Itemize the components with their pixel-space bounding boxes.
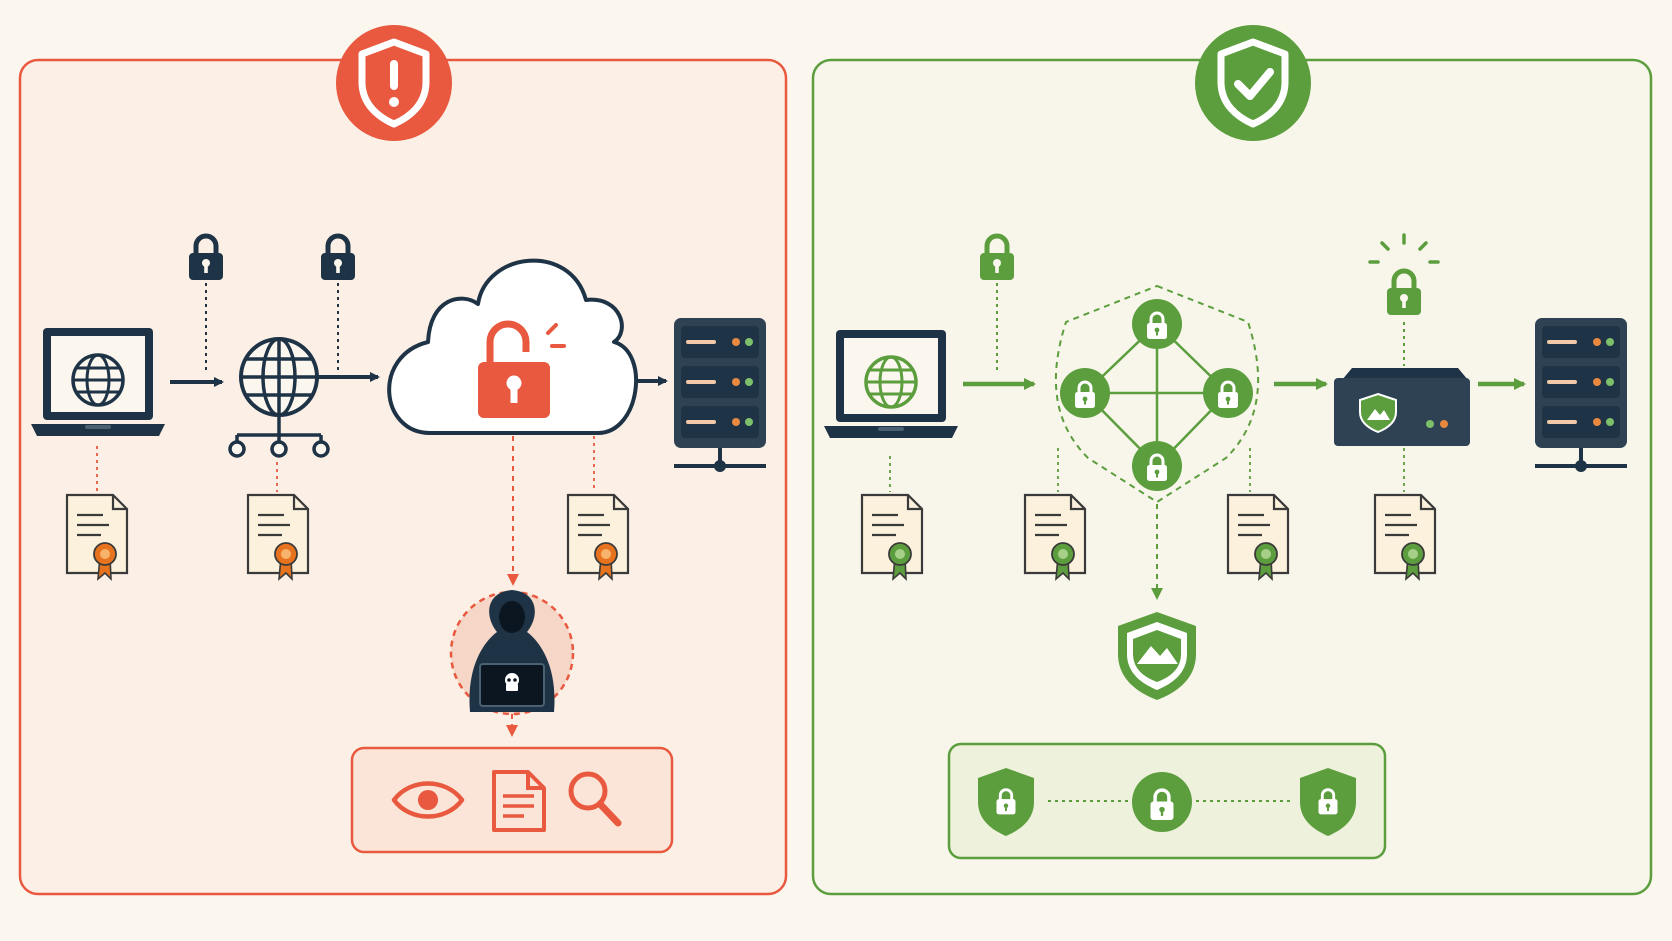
secure-chain-box — [947, 742, 1387, 860]
certificate-icon — [1023, 493, 1087, 581]
mesh-lock-node — [1132, 299, 1182, 349]
unlocked-padlock-icon — [478, 320, 566, 418]
document-icon — [492, 770, 546, 832]
laptop-icon — [824, 330, 958, 438]
hacker-icon — [449, 590, 575, 716]
shield-mountain-icon — [1118, 612, 1196, 700]
security-appliance-icon — [1334, 368, 1470, 446]
mesh-lock-node — [1132, 441, 1182, 491]
certificate-icon — [1226, 493, 1290, 581]
certificate-icon — [65, 493, 129, 581]
mesh-lock-node — [1060, 368, 1110, 418]
encrypted-mesh-icon — [1054, 284, 1260, 504]
network-globe-icon — [228, 337, 330, 458]
certificate-icon — [566, 493, 630, 581]
lock-icon — [1132, 772, 1192, 832]
secure-panel — [811, 25, 1653, 896]
laptop-icon — [31, 328, 165, 436]
shield-check-icon — [1195, 25, 1311, 141]
exposed-data-box — [350, 746, 674, 854]
cloud-icon — [387, 258, 638, 435]
globe-icon — [864, 355, 918, 409]
certificate-icon — [246, 493, 310, 581]
eye-icon — [391, 781, 465, 819]
certificate-icon — [1373, 493, 1437, 581]
certificate-icon — [860, 493, 924, 581]
mesh-lock-node — [1203, 368, 1253, 418]
insecure-panel — [18, 25, 788, 896]
shield-exclamation-icon — [336, 25, 452, 141]
magnifier-icon — [568, 771, 622, 827]
globe-icon — [71, 353, 125, 407]
glowing-padlock-icon — [1368, 233, 1440, 315]
